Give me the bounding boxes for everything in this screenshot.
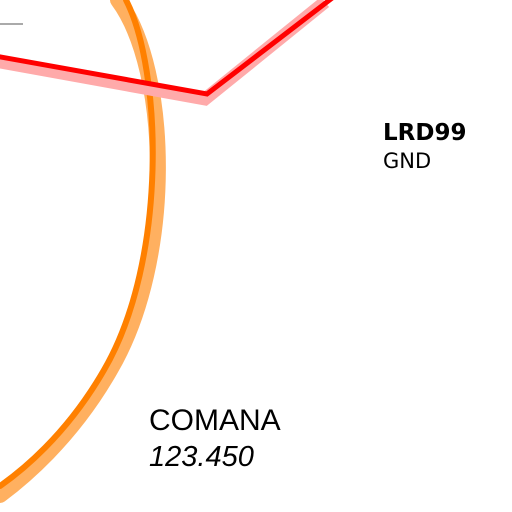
flight-route [0, 0, 334, 106]
airport-ident-label: LRD99 [383, 120, 467, 146]
station-frequency-label: 123.450 [149, 441, 254, 473]
airspace-boundary [0, 0, 166, 503]
station-name-label: COMANA [149, 404, 281, 437]
airport-elevation-label: GND [383, 149, 432, 173]
flight-route-line [0, 0, 334, 97]
airspace-boundary-line [0, 0, 156, 489]
